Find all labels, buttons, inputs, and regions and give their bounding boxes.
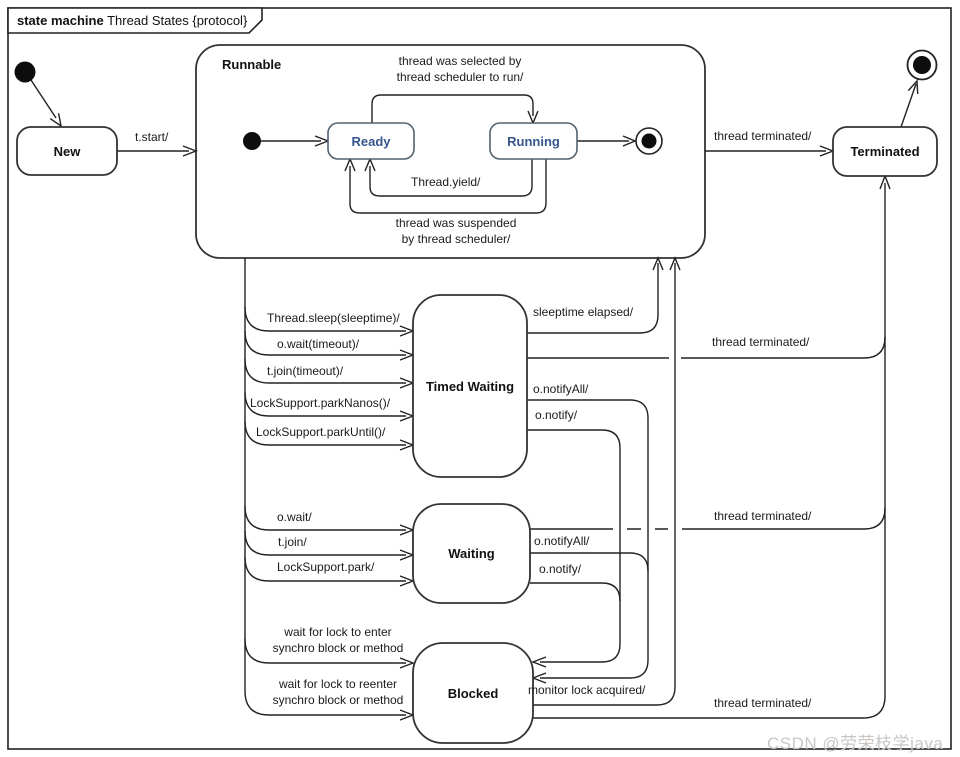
state-timed-waiting-label: Timed Waiting	[425, 378, 515, 394]
label-thread-sleep: Thread.sleep(sleeptime)/	[267, 311, 400, 325]
label-lock-enter: wait for lock to enter synchro block or …	[272, 625, 404, 655]
label-o-wait-timeout: o.wait(timeout)/	[277, 337, 360, 351]
label-w-notify: o.notify/	[539, 562, 582, 576]
state-ready-box	[327, 122, 415, 160]
state-runnable-label: Runnable	[222, 56, 282, 72]
label-b-terminated: thread terminated/	[714, 696, 812, 710]
runnable-initial-state-icon	[243, 132, 261, 150]
state-blocked-label: Blocked	[447, 685, 499, 701]
transition-running-to-final	[577, 135, 637, 147]
label-t-start: t.start/	[135, 130, 169, 144]
label-w-notifyall: o.notifyAll/	[534, 534, 590, 548]
state-terminated-box	[832, 126, 938, 177]
label-suspended: thread was suspended by thread scheduler…	[395, 216, 517, 246]
watermark: CSDN @劳荣枝学java	[767, 734, 944, 753]
final-state-icon	[906, 49, 938, 81]
label-w-terminated: thread terminated/	[714, 509, 812, 523]
transition-w-notifyall	[530, 552, 649, 572]
label-tw-terminated: thread terminated/	[712, 335, 810, 349]
label-park-until: LockSupport.parkUntil()/	[256, 425, 386, 439]
label-park-nanos: LockSupport.parkNanos()/	[250, 396, 391, 410]
state-ready-label: Ready	[351, 133, 391, 149]
transition-sleeptime-elapsed	[527, 256, 664, 334]
transition-w-notify	[530, 582, 621, 602]
label-lock-reenter: wait for lock to reenter synchro block o…	[272, 677, 404, 707]
label-o-wait: o.wait/	[277, 510, 312, 524]
diagram-title-name: Thread States {protocol}	[103, 13, 248, 28]
state-new-box	[16, 126, 118, 176]
transition-t-start	[117, 145, 198, 157]
transition-monitor-lock-acquired	[533, 256, 681, 706]
transitions-to-waiting	[244, 505, 415, 587]
diagram-title-tab	[7, 7, 263, 34]
state-waiting-label: Waiting	[448, 546, 495, 561]
state-blocked-box	[412, 642, 534, 744]
state-waiting-box	[412, 503, 531, 604]
state-running-label: Running	[507, 133, 560, 149]
label-tw-notify: o.notify/	[535, 408, 578, 422]
label-t-join: t.join/	[278, 535, 307, 549]
state-timed-waiting-box	[412, 294, 528, 478]
initial-state-icon	[14, 61, 36, 83]
label-tw-notifyall: o.notifyAll/	[533, 382, 589, 396]
diagram-title: state machine Thread States {protocol}	[17, 13, 247, 28]
label-thread-yield: Thread.yield/	[411, 175, 481, 189]
label-sleeptime-elapsed: sleeptime elapsed/	[533, 305, 634, 319]
transition-initial-to-new	[30, 79, 62, 128]
state-running-box	[489, 122, 578, 160]
transition-tw-notify	[527, 429, 621, 668]
label-selected: thread was selected by thread scheduler …	[396, 54, 524, 84]
state-new-label: New	[53, 143, 81, 159]
state-terminated-label: Terminated	[850, 144, 920, 159]
diagram-title-keyword: state machine	[17, 13, 104, 28]
transition-w-terminated	[530, 507, 886, 530]
label-runnable-terminated: thread terminated/	[714, 129, 812, 143]
label-lock-support-park: LockSupport.park/	[277, 560, 375, 574]
label-t-join-timeout: t.join(timeout)/	[267, 364, 344, 378]
transitions-to-blocked	[244, 638, 415, 669]
runnable-final-state-icon	[635, 127, 663, 155]
transition-terminated-to-final	[900, 79, 919, 128]
label-monitor-acquired: monitor lock acquired/	[528, 683, 646, 697]
